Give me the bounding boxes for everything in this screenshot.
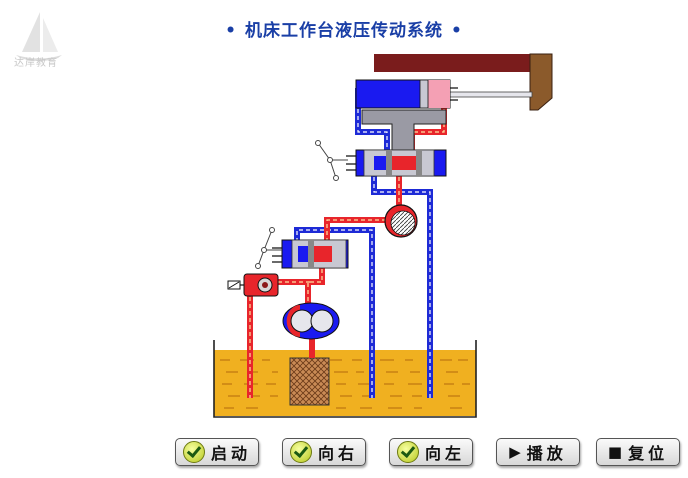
title-bullet-right: • <box>451 21 463 41</box>
reversing-valve <box>346 149 447 177</box>
start-button[interactable]: 启动 <box>175 438 259 466</box>
play-icon: ▶ <box>509 443 521 461</box>
start-button-label: 启动 <box>210 444 251 463</box>
directional-valve <box>272 239 349 269</box>
check-icon <box>289 441 312 463</box>
logo-text: 达岸教育 <box>14 58 58 69</box>
work-table <box>374 53 553 111</box>
valve-handle-lower <box>255 227 282 269</box>
sailboat-logo-icon <box>16 12 62 61</box>
reset-button-label: 复位 <box>628 444 669 463</box>
page-title: • 机床工作台液压传动系统 • <box>0 16 688 41</box>
move-right-button-label: 向右 <box>317 444 358 463</box>
hydraulic-cylinder <box>355 79 458 109</box>
throttle-valve <box>384 204 418 238</box>
gear-pump <box>282 302 340 340</box>
valve-handle-upper <box>315 140 348 181</box>
check-icon <box>396 441 419 463</box>
play-button[interactable]: ▶ 播放 <box>496 438 580 466</box>
oil-tank <box>213 340 477 418</box>
stop-icon: ■ <box>607 443 623 461</box>
piston-rod <box>447 91 533 98</box>
move-left-button[interactable]: 向左 <box>389 438 473 466</box>
relief-valve <box>227 273 279 297</box>
title-bullet-left: • <box>225 21 237 41</box>
play-button-label: 播放 <box>526 444 567 463</box>
move-right-button[interactable]: 向右 <box>282 438 366 466</box>
title-text: 机床工作台液压传动系统 <box>245 21 443 41</box>
reset-button[interactable]: ■ 复位 <box>596 438 680 466</box>
check-icon <box>182 441 205 463</box>
pressure-lines <box>247 88 447 398</box>
oil-filter <box>289 357 330 406</box>
move-left-button-label: 向左 <box>424 444 465 463</box>
